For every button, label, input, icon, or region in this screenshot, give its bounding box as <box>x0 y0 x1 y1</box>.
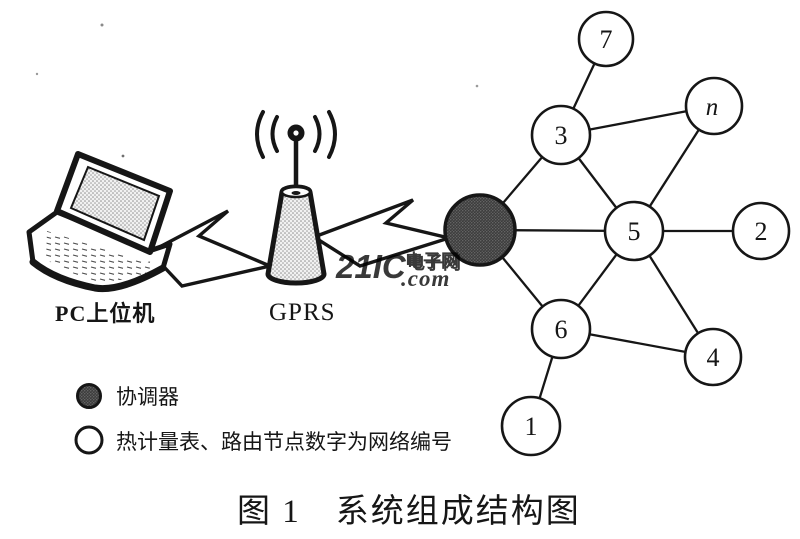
lightning-bolt-gprs-coordinator <box>310 198 456 268</box>
gprs-tower-illustration <box>255 110 337 286</box>
gprs-label: GPRS <box>269 299 336 326</box>
laptop-illustration <box>26 151 173 293</box>
node-4-label: 4 <box>707 343 720 372</box>
antenna-tip-hole <box>293 130 299 136</box>
node-7-label: 7 <box>600 25 613 54</box>
tower-cone <box>265 184 327 286</box>
antenna-base-dot <box>291 191 301 195</box>
legend-meter-label: 热计量表、路由节点数字为网络编号 <box>116 430 452 454</box>
node-4: 4 <box>683 327 743 387</box>
lightning-bolt-pc-gprs <box>147 209 276 288</box>
node-3: 3 <box>530 104 592 166</box>
watermark-suffix: .com <box>401 266 450 291</box>
watermark-site-shadow: 电子网 <box>407 252 461 273</box>
legend-meter-row: 热计量表、路由节点数字为网络编号 <box>74 425 452 455</box>
watermark-site: 电子网 <box>405 250 459 271</box>
legend-coordinator-label: 协调器 <box>116 385 179 409</box>
scan-speck <box>100 23 104 27</box>
legend-coordinator-row: 协调器 <box>76 383 179 409</box>
scan-speck <box>35 72 39 76</box>
legend-meter-swatch <box>74 425 104 455</box>
node-2: 2 <box>731 201 791 261</box>
watermark-brand: 21IC <box>335 248 407 285</box>
pc-label: PC上位机 <box>55 301 155 326</box>
scan-speck <box>121 154 125 158</box>
scan-speck <box>475 84 479 88</box>
node-3-label: 3 <box>555 121 568 150</box>
radio-waves-icon <box>255 110 337 159</box>
legend-coordinator-swatch <box>76 383 102 409</box>
node-5: 5 <box>603 200 665 262</box>
watermark: 21IC 电子网 电子网 .com <box>335 248 461 291</box>
node-n: n <box>684 76 744 136</box>
legend: 协调器 热计量表、路由节点数字为网络编号 <box>74 383 452 455</box>
node-n-label: n <box>706 94 719 121</box>
node-6: 6 <box>530 298 592 360</box>
node-7: 7 <box>577 10 635 68</box>
node-1: 1 <box>500 395 562 457</box>
node-1-label: 1 <box>525 412 538 441</box>
figure-caption: 图 1 系统组成结构图 <box>237 493 581 530</box>
node-2-label: 2 <box>755 217 768 246</box>
coordinator-node <box>443 193 517 267</box>
node-5-label: 5 <box>628 217 641 246</box>
node-6-label: 6 <box>555 315 568 344</box>
network-nodes: 7 n 3 5 2 6 4 1 <box>500 10 791 457</box>
